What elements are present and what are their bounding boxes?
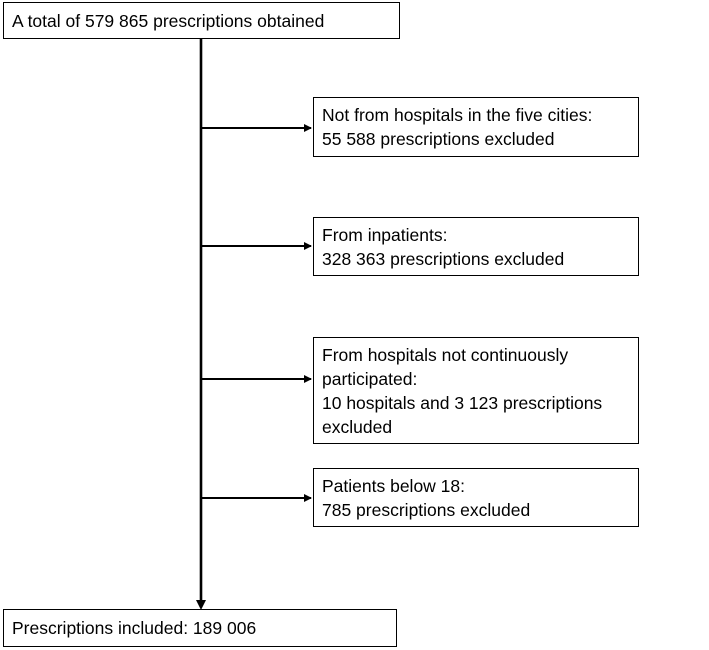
end-box: Prescriptions included: 189 006 — [3, 609, 397, 647]
main-arrowhead — [196, 600, 206, 610]
exclusion-3-line-3: 10 hospitals and 3 123 prescriptions — [322, 392, 603, 413]
exclusion-2-line-1: From inpatients: — [322, 224, 448, 245]
exclusion-4-line-2: 785 prescriptions excluded — [322, 499, 531, 520]
start-box: A total of 579 865 prescriptions obtaine… — [3, 2, 400, 39]
exclusion-box-1: Not from hospitals in the five cities: 5… — [313, 97, 639, 157]
exclusion-4-line-1: Patients below 18: — [322, 475, 466, 496]
exclusion-box-3: From hospitals not continuously particip… — [313, 337, 639, 444]
exclusion-2-line-2: 328 363 prescriptions excluded — [322, 248, 565, 269]
start-text: A total of 579 865 prescriptions obtaine… — [12, 10, 325, 31]
end-text: Prescriptions included: 189 006 — [12, 618, 257, 638]
exclusion-3-line-1: From hospitals not continuously — [322, 344, 569, 365]
exclusion-1-line-2: 55 588 prescriptions excluded — [322, 129, 555, 149]
exclusion-3-line-2: participated: — [322, 368, 418, 389]
exclusion-3-line-4: excluded — [322, 416, 393, 437]
exclusion-box-4: Patients below 18: 785 prescriptions exc… — [313, 468, 639, 527]
exclusion-box-2: From inpatients: 328 363 prescriptions e… — [313, 217, 639, 276]
exclusion-1-line-1: Not from hospitals in the five cities: — [322, 105, 593, 125]
